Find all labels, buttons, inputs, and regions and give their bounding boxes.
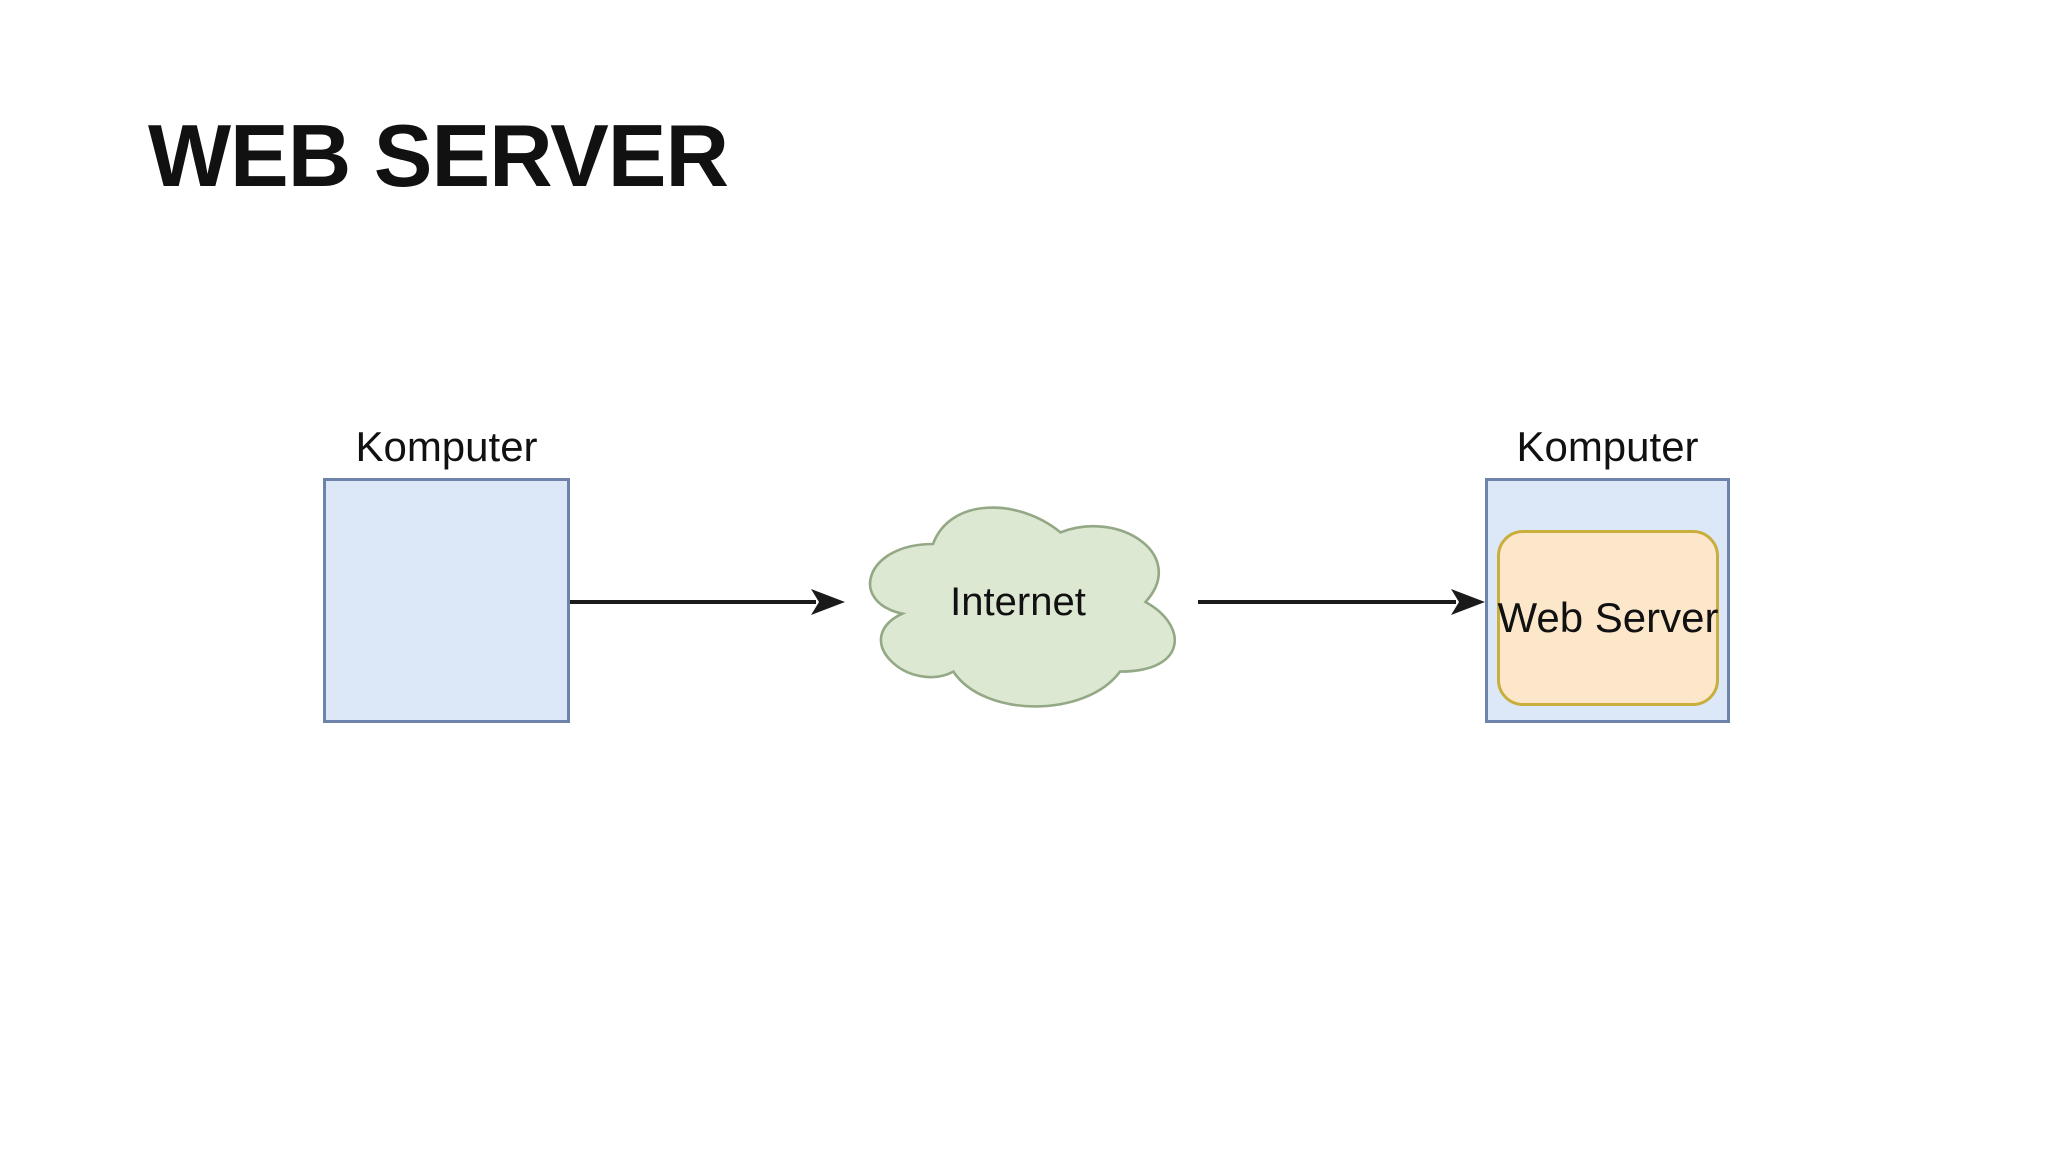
arrow-client-to-internet-icon bbox=[570, 589, 845, 615]
web-server-label: Web Server bbox=[1497, 594, 1719, 641]
server-computer-label: Komputer bbox=[1516, 423, 1699, 470]
client-computer-label: Komputer bbox=[355, 423, 538, 470]
arrow-internet-to-server-icon bbox=[1198, 589, 1485, 615]
cloud-icon bbox=[868, 506, 1176, 708]
arrow-head-icon bbox=[811, 589, 845, 615]
internet-cloud: Internet bbox=[848, 486, 1188, 718]
page-title: WEB SERVER bbox=[148, 106, 729, 205]
server-computer-box: Web Server bbox=[1485, 478, 1730, 723]
internet-label: Internet bbox=[950, 579, 1086, 624]
client-computer-box bbox=[323, 478, 570, 723]
web-server-box: Web Server bbox=[1497, 530, 1719, 706]
arrow-head-icon bbox=[1451, 589, 1485, 615]
